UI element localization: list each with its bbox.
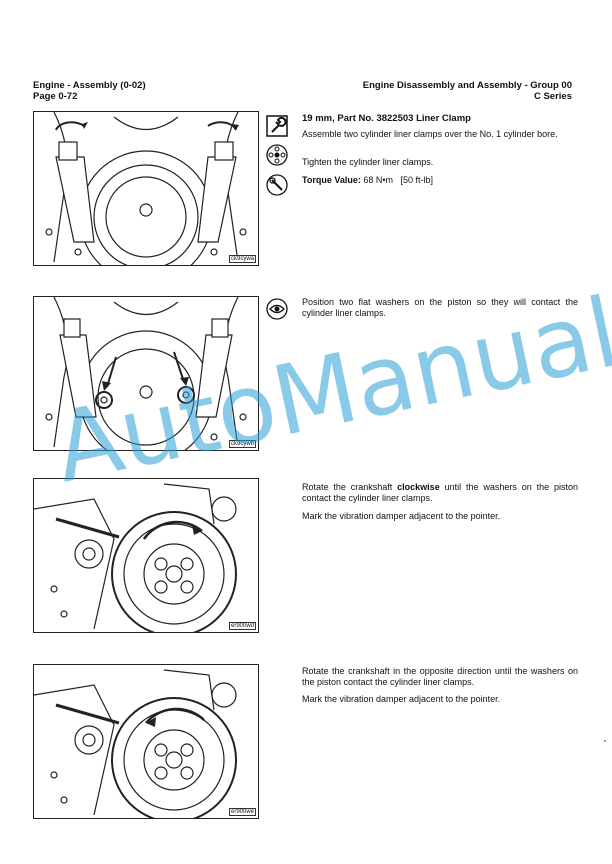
figure-code: ck9cywa [228,255,256,263]
step1-text-assemble: Assemble two cylinder liner clamps over … [302,129,558,139]
torque-value: 68 N•m [363,175,394,185]
page-speck [604,740,606,742]
group-title: Engine Disassembly and Assembly - Group … [362,80,572,91]
step4-mark-text: Mark the vibration damper adjacent to th… [302,694,501,704]
vibration-damper-counterclockwise-drawing [34,669,237,818]
figure-liner-clamps-installed: ck9cywa [33,111,259,266]
step3-text-post: until the washers on the piston contact … [302,482,578,503]
torque-value-imperial: [50 ft-lb] [400,175,434,185]
series-label: C Series [533,91,572,102]
torque-wrench-icon [266,174,288,196]
wrench-icon [266,115,288,137]
tighten-bolt-pattern-icon [266,144,288,166]
step3-text: Rotate the crankshaft clockwise until th… [302,482,578,504]
flat-washer-drawing [45,297,247,450]
figure-rotate-clockwise: er900wd [33,478,259,633]
torque-label: Torque Value: [302,175,361,185]
step3-text-pre: Rotate the crankshaft [302,482,398,492]
page-header-left: Engine - Assembly (0-02) Page 0-72 [33,80,146,102]
vibration-damper-clockwise-drawing [34,483,237,632]
figure-code: er900wd [228,622,256,630]
eye-icon [266,298,288,320]
figure-code: er900we [228,808,256,816]
page-number: Page 0-72 [33,91,78,102]
step1-title: 19 mm, Part No. 3822503 Liner Clamp [302,113,471,124]
page-header-right: Engine Disassembly and Assembly - Group … [363,80,572,102]
step4-text: Rotate the crankshaft in the opposite di… [302,666,578,687]
step1-torque: Torque Value: 68 N•m [50 ft-lb] [302,175,578,186]
figure-rotate-opposite: er900we [33,664,259,819]
step1-text-tighten: Tighten the cylinder liner clamps. [302,157,434,167]
figure-code: ck9cywb [228,440,256,448]
liner-clamp-drawing [45,112,247,265]
section-title: Engine - Assembly (0-02) [33,80,146,91]
step3-text-bold: clockwise [397,482,440,492]
figure-flat-washers-positioned: ck9cywb [33,296,259,451]
step3-mark-text: Mark the vibration damper adjacent to th… [302,511,501,521]
step2-text: Position two flat washers on the piston … [302,297,578,318]
